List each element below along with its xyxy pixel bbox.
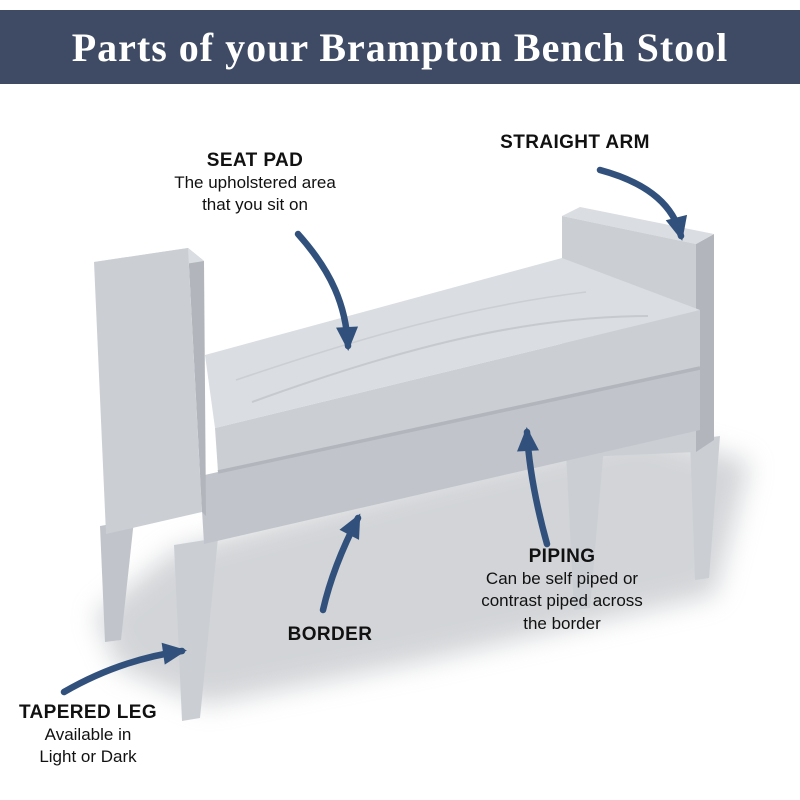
tapered-leg-shape <box>174 538 218 721</box>
label-tapered-leg-desc-line1: Available in <box>44 725 132 744</box>
front-right-leg-shape <box>566 446 604 610</box>
piping-shape <box>217 366 701 474</box>
page-title: Parts of your Brampton Bench Stool <box>71 24 729 70</box>
seat-pad-crease <box>251 315 649 403</box>
back-right-leg-shape <box>690 436 720 580</box>
title-banner: Parts of your Brampton Bench Stool <box>0 10 800 84</box>
label-straight-arm: STRAIGHT ARM <box>500 132 650 154</box>
straight-arm-outer-face <box>696 234 714 452</box>
back-left-leg-shape <box>100 520 134 642</box>
label-seat-pad-desc-line2: that you sit on <box>202 195 308 215</box>
label-piping-title: PIPING <box>528 546 596 567</box>
left-arm-front-face <box>94 248 202 534</box>
label-piping-desc-line2: contrast piped across <box>481 591 643 611</box>
label-seat-pad: SEAT PAD The upholstered area that you s… <box>174 150 336 217</box>
seat-pad-top-face <box>205 258 700 428</box>
label-tapered-leg-title: TAPERED LEG <box>18 702 158 723</box>
label-piping-desc-line1: Can be self piped or <box>485 569 639 588</box>
straight-arm-arrow <box>596 166 688 241</box>
tapered-leg-arrow <box>60 642 187 696</box>
left-arm-shape <box>94 248 206 534</box>
label-piping-desc-line3: the border <box>523 613 601 633</box>
seat-pad-front-face <box>215 310 700 472</box>
border-arrow <box>319 513 362 614</box>
label-seat-pad-title: SEAT PAD <box>206 150 304 171</box>
left-arm-inner-face <box>188 248 206 516</box>
seat-pad-arrow <box>294 230 359 351</box>
label-tapered-leg: TAPERED LEG Available in Light or Dark <box>19 702 157 769</box>
piping-arrow <box>517 427 551 548</box>
label-border-title: BORDER <box>287 624 373 645</box>
border-shape <box>200 368 700 544</box>
label-straight-arm-title: STRAIGHT ARM <box>500 132 650 153</box>
label-piping: PIPING Can be self piped or contrast pip… <box>481 546 643 635</box>
seat-pad-crease-2 <box>235 291 587 381</box>
label-border: BORDER <box>288 624 373 646</box>
label-seat-pad-desc-line1: The upholstered area <box>174 173 336 192</box>
label-tapered-leg-desc-line2: Light or Dark <box>39 747 137 767</box>
